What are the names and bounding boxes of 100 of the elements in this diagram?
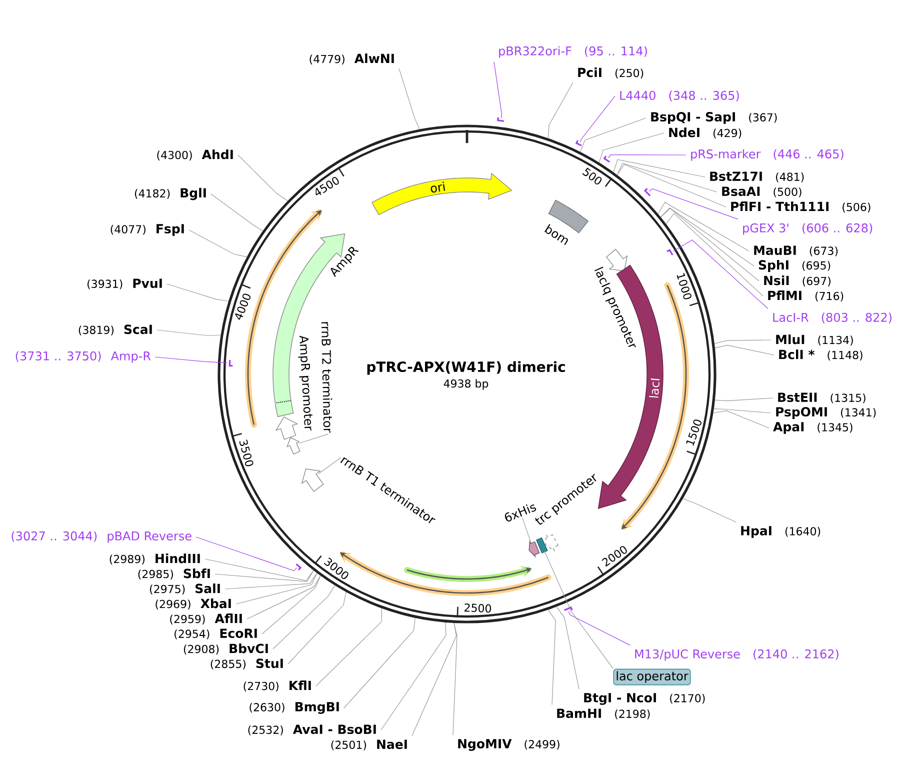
leader-line bbox=[714, 398, 774, 402]
leader-line bbox=[616, 162, 718, 192]
site-label: (2501) NaeI bbox=[331, 740, 407, 750]
leader-line bbox=[548, 609, 556, 706]
primer-label: L4440 (348 .. 365) bbox=[620, 90, 739, 102]
leader-line bbox=[714, 408, 772, 414]
leader-line bbox=[580, 118, 646, 152]
leader-line bbox=[682, 498, 736, 522]
site-label: PflFI - Tth111I (506) bbox=[731, 202, 870, 212]
leader-line bbox=[658, 202, 750, 252]
leader-line bbox=[548, 82, 574, 139]
primer-mark bbox=[644, 188, 651, 196]
primer-mark bbox=[296, 564, 302, 571]
primer-label: pBR322ori-F (95 .. 114) bbox=[499, 46, 647, 58]
site-label: PflMI (716) bbox=[768, 290, 844, 302]
leader-line bbox=[246, 575, 321, 620]
site-label: (2630) BmgBI bbox=[250, 702, 339, 714]
site-label: MluI (1134) bbox=[776, 334, 853, 346]
primer-mark bbox=[603, 156, 610, 163]
leader-line bbox=[196, 536, 297, 572]
leader-line bbox=[156, 330, 222, 336]
tag-symbol bbox=[528, 540, 540, 558]
feature-label: 6xHis bbox=[504, 504, 536, 522]
site-label: BstEII (1315) bbox=[778, 392, 866, 404]
leader-line bbox=[660, 208, 754, 266]
leader-line bbox=[544, 550, 614, 669]
feature-label: lac operator bbox=[613, 668, 691, 686]
leader-line bbox=[224, 572, 318, 590]
site-label: PspOMI (1341) bbox=[776, 407, 876, 419]
feature-label: AmpR promoter bbox=[298, 336, 312, 431]
leader-line bbox=[380, 622, 446, 730]
leader-line bbox=[598, 132, 664, 163]
site-label: NgoMIV (2499) bbox=[458, 739, 560, 751]
site-label: (4077) FspI bbox=[110, 224, 184, 236]
site-label: ApaI (1345) bbox=[773, 422, 852, 434]
leader-line bbox=[272, 585, 336, 650]
leader-line bbox=[398, 68, 420, 130]
leader-line bbox=[412, 622, 457, 736]
leader-line bbox=[299, 434, 329, 444]
site-label: NdeI (429) bbox=[669, 128, 742, 138]
feature-box bbox=[536, 537, 548, 554]
site-label: (2730) KflI bbox=[244, 680, 311, 692]
leader-line bbox=[452, 622, 458, 736]
site-label: BamHI (2198) bbox=[557, 708, 650, 720]
primer-label: LacI-R (803 .. 822) bbox=[773, 312, 892, 324]
primer-mark bbox=[564, 606, 573, 611]
leader-line bbox=[673, 240, 768, 309]
leader-line bbox=[316, 608, 382, 686]
leader-line bbox=[660, 208, 760, 282]
leader-line bbox=[522, 517, 532, 544]
leader-line bbox=[262, 575, 321, 634]
site-label: SphI (695) bbox=[758, 260, 830, 272]
primer-label: (3027 .. 3044) pBAD Reverse bbox=[12, 531, 192, 543]
site-label: BspQI - SapI (367) bbox=[651, 112, 777, 124]
plasmid-name: pTRC-APX(W41F) dimeric bbox=[367, 361, 565, 375]
site-label: (2959) AflII bbox=[170, 614, 242, 624]
primer-label: M13/pUC Reverse (2140 .. 2162) bbox=[635, 649, 838, 661]
terminator-symbol bbox=[301, 468, 324, 492]
tick-label: 1500 bbox=[686, 420, 702, 446]
leader-line bbox=[154, 356, 228, 363]
site-label: HpaI (1640) bbox=[741, 526, 820, 538]
leader-line bbox=[580, 96, 616, 142]
feature-band: ori bbox=[372, 172, 512, 216]
leader-line bbox=[616, 164, 726, 208]
site-label: BstZ17I (481) bbox=[710, 172, 804, 182]
leader-line bbox=[238, 154, 288, 202]
primer-label: pRS-marker (446 .. 465) bbox=[691, 149, 844, 161]
leader-line bbox=[608, 154, 686, 158]
leader-line bbox=[556, 606, 580, 690]
primer-label: pGEX 3' (606 .. 628) bbox=[743, 223, 872, 235]
tick-label: 2500 bbox=[464, 603, 492, 613]
site-label: PciI (250) bbox=[578, 68, 644, 78]
leader-line bbox=[214, 570, 314, 582]
site-label: (2855) StuI bbox=[210, 658, 283, 670]
primer-label: (3731 .. 3750) Amp-R bbox=[16, 351, 151, 363]
site-label: BsaAI (500) bbox=[722, 186, 802, 198]
site-label: MauBI (673) bbox=[754, 246, 838, 256]
leader-line bbox=[318, 457, 342, 474]
primer-mark bbox=[666, 248, 674, 256]
leader-line bbox=[666, 212, 764, 296]
site-label: BtgI - NcoI (2170) bbox=[584, 693, 705, 705]
primer-mark bbox=[575, 140, 582, 146]
site-label: (2532) AvaI - BsoBI bbox=[248, 724, 376, 736]
site-label: BclI * (1148) bbox=[779, 350, 862, 360]
site-label: (2975) SalI bbox=[150, 584, 220, 594]
primer-mark bbox=[228, 360, 233, 367]
site-label: (2908) BbvCI bbox=[184, 644, 268, 654]
leader-line bbox=[494, 62, 502, 118]
leader-line bbox=[288, 592, 346, 664]
site-label: (4300) AhdI bbox=[157, 150, 233, 160]
leader-line bbox=[188, 230, 248, 258]
leader-line bbox=[714, 344, 774, 356]
site-label: (3931) PvuI bbox=[88, 278, 162, 290]
tick-label: 3500 bbox=[239, 440, 254, 466]
leader-line bbox=[344, 618, 416, 708]
site-label: (2985) SbfI bbox=[138, 568, 210, 580]
tick-label: 500 bbox=[582, 168, 602, 184]
site-label: NsiI (697) bbox=[764, 276, 830, 286]
leader-line bbox=[714, 340, 772, 344]
plasmid-length: 4938 bp bbox=[444, 379, 488, 390]
